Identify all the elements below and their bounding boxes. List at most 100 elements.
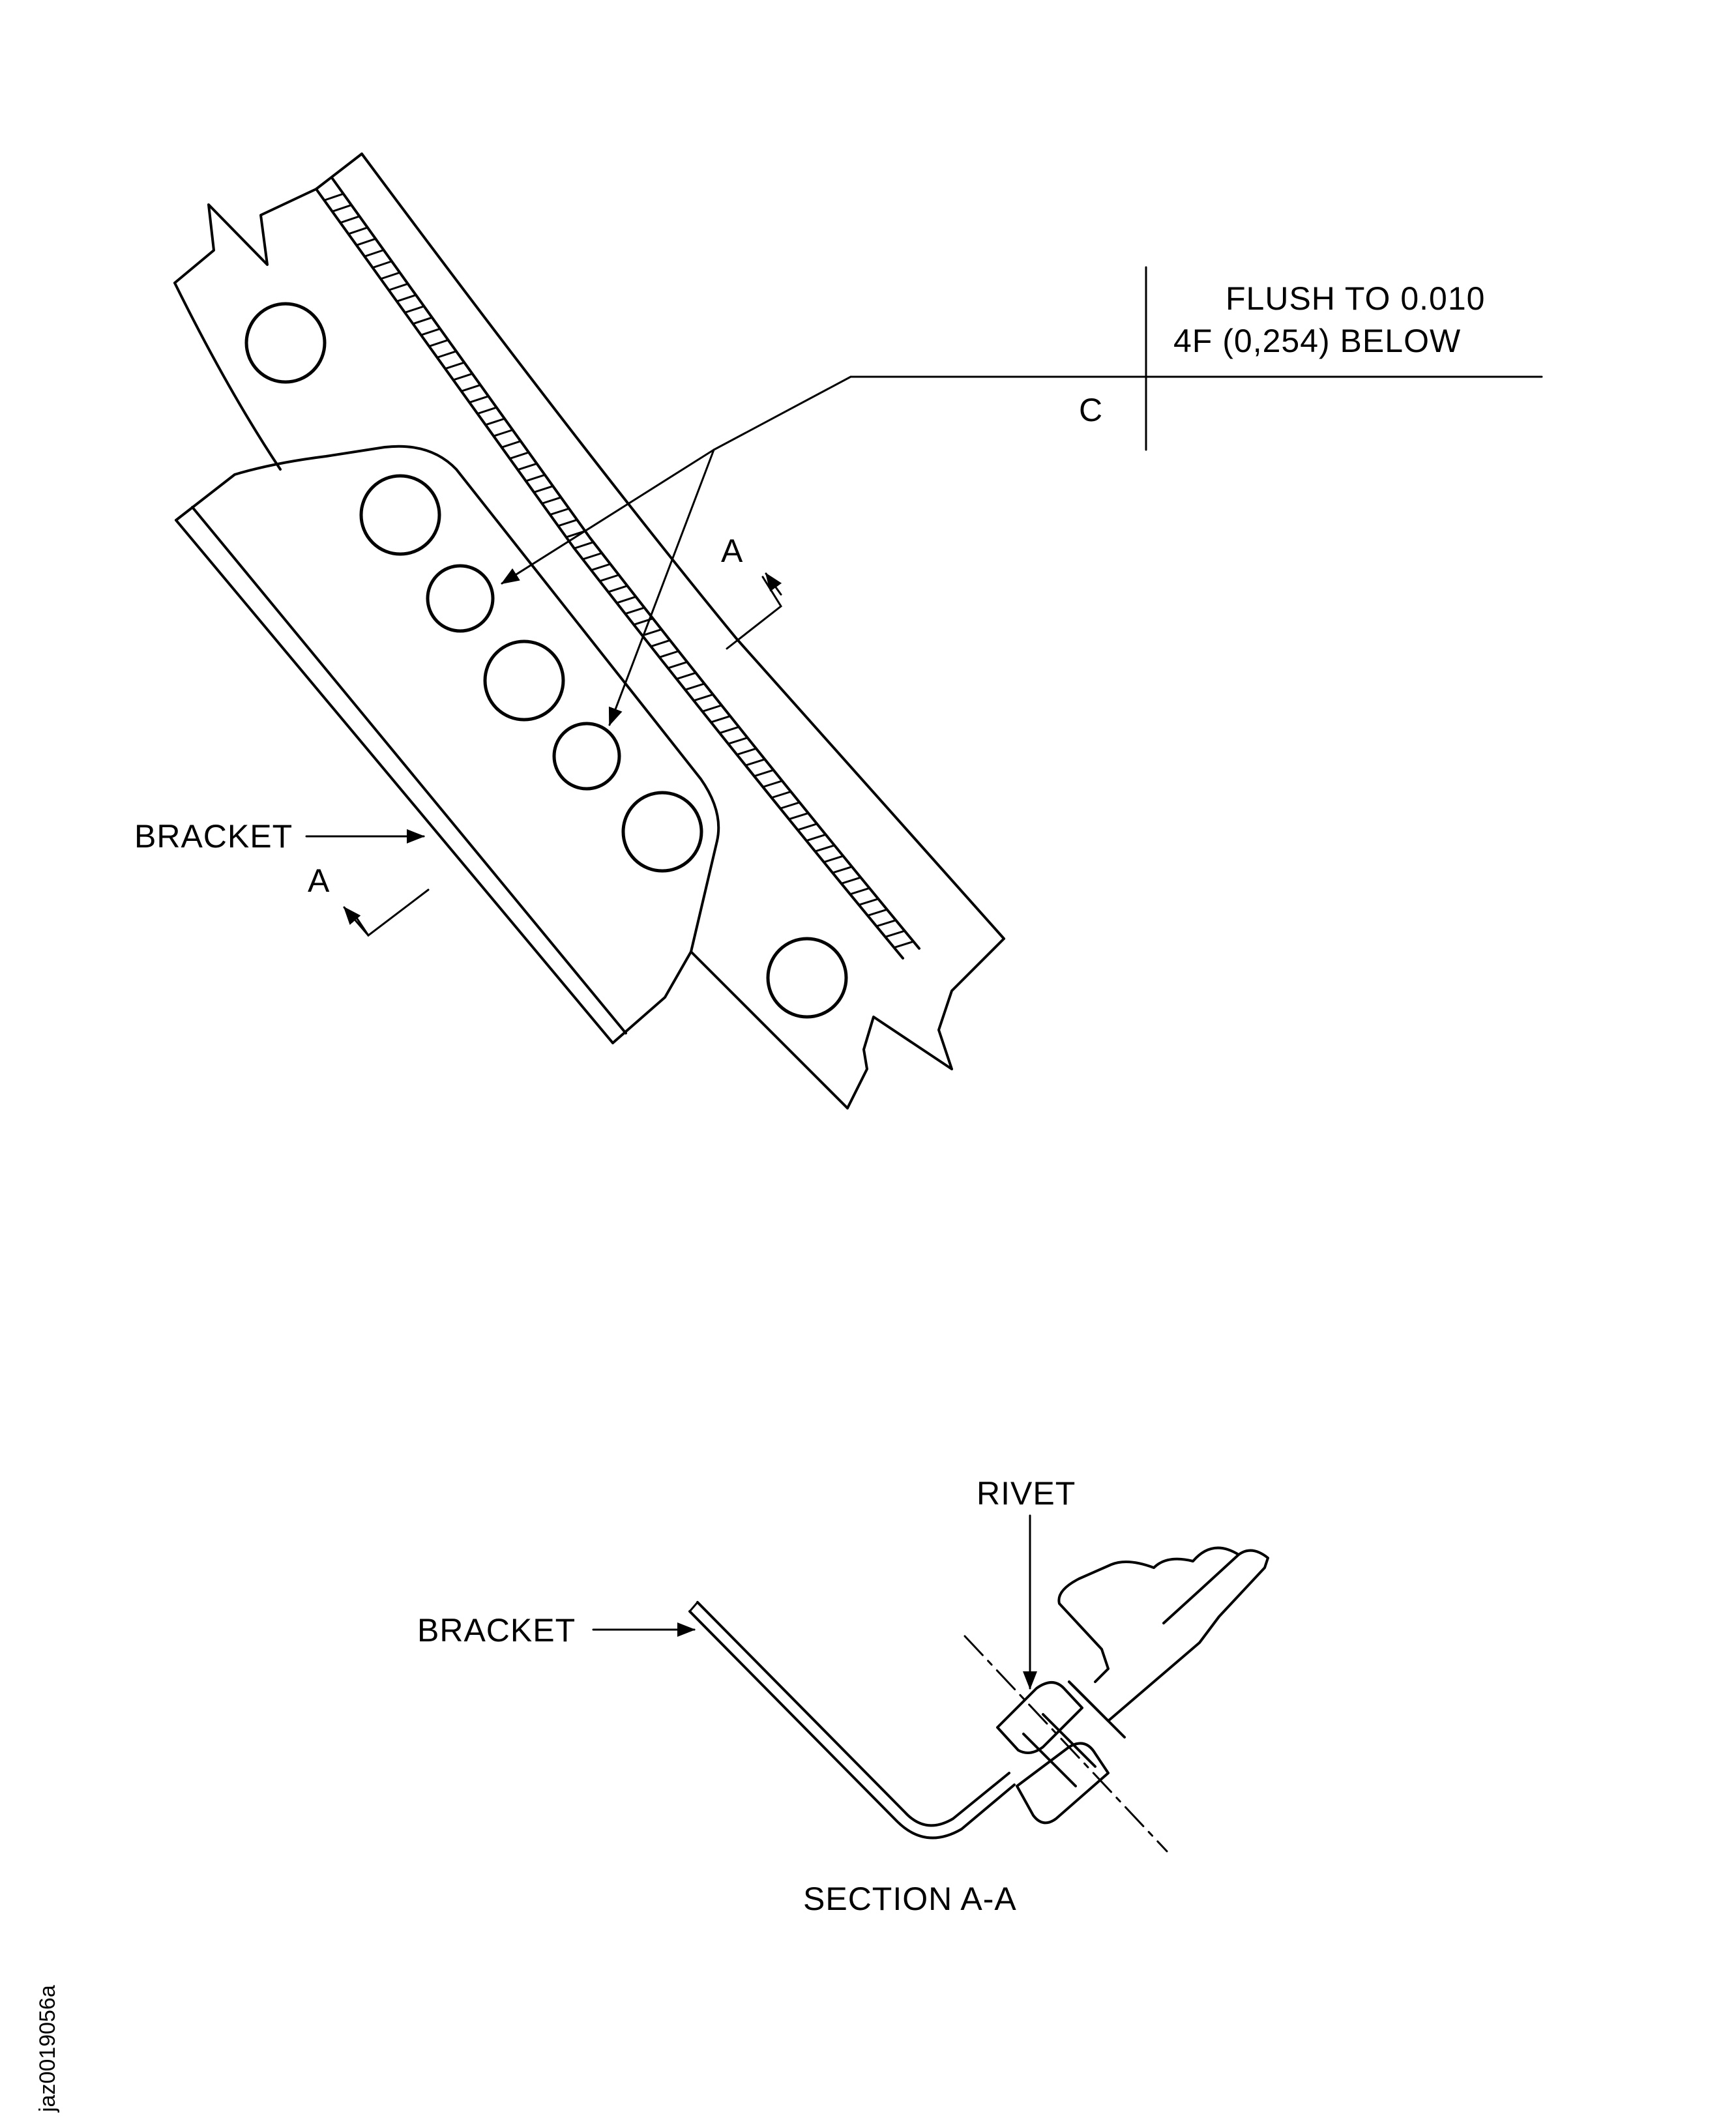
- hatch-tick: [849, 887, 871, 896]
- hatch-tick: [404, 305, 425, 314]
- flush-callout: FLUSH TO 0.010 4F (0,254) BELOW C: [501, 266, 1543, 726]
- frame-outer-edge: [360, 153, 1005, 940]
- hatch-tick: [797, 823, 818, 831]
- hatch-tick: [435, 350, 458, 359]
- hatch-tick: [744, 758, 766, 767]
- section-title: SECTION A-A: [803, 1881, 1017, 1917]
- frame-upper-break: [173, 153, 363, 284]
- hatch-tick: [508, 451, 530, 460]
- hatch-tick: [468, 395, 490, 403]
- rivet-head: [996, 1681, 1083, 1754]
- hatch-tick: [675, 671, 697, 681]
- frame-lower-break: [846, 937, 1005, 1109]
- hatch-tick: [339, 215, 360, 224]
- hatch-tick: [658, 650, 680, 658]
- hatch-tick: [347, 226, 369, 235]
- hatch-tick: [549, 507, 570, 516]
- hatch-tick: [460, 384, 482, 392]
- hatch-tick: [892, 940, 915, 949]
- hatch-tick: [615, 595, 637, 604]
- hatch-tick: [805, 833, 827, 842]
- hatch-tick: [624, 606, 645, 615]
- hatch-tick: [667, 661, 688, 669]
- hatch-tick: [484, 417, 506, 426]
- hatch-tick: [411, 316, 433, 325]
- frame-hole-lower: [766, 937, 848, 1019]
- bracket-label-section: BRACKET: [417, 1612, 576, 1649]
- hatch-tick: [858, 898, 879, 906]
- hatch-tick: [379, 271, 401, 280]
- hatch-tick: [492, 429, 514, 437]
- hatch-tick: [363, 249, 385, 257]
- section-mark-top-label: A: [721, 533, 743, 569]
- section-view: RIVET BRACKET SECTION A-A: [417, 1475, 1269, 1917]
- bracket-flange-edge-2: [191, 506, 627, 1034]
- hatch-tick: [573, 541, 595, 550]
- frame-lower-rear-edge: [690, 950, 849, 1109]
- hatch-tick: [323, 192, 345, 201]
- hatch-tick: [387, 282, 409, 291]
- hatch-tick: [823, 855, 844, 864]
- callout-grade: C: [1079, 392, 1103, 428]
- section-frame-inner: [1162, 1553, 1240, 1624]
- hatch-tick: [771, 790, 792, 799]
- hatch-tick: [641, 628, 663, 637]
- frame-rear-edge: [173, 282, 282, 471]
- callout-leader-diagonal: [713, 375, 852, 451]
- hatch-tick: [476, 406, 497, 415]
- hatch-tick: [884, 930, 906, 938]
- hatch-tick: [581, 551, 603, 561]
- hatch-tick: [533, 485, 554, 493]
- rivet-label: RIVET: [977, 1475, 1076, 1512]
- section-bracket-profile: [696, 1601, 1010, 1827]
- bracket-flange-edge-1: [175, 519, 614, 1044]
- hatch-tick: [598, 574, 620, 582]
- bracket-outline: [175, 445, 720, 1044]
- hatch-tick: [761, 780, 784, 788]
- bracket-hole-2: [426, 564, 495, 633]
- section-mark-bottom-label: A: [308, 862, 330, 899]
- section-mark-bottom: A: [308, 862, 430, 937]
- hatch-tick: [840, 876, 862, 885]
- bracket-hole-1: [359, 474, 441, 556]
- flush-line-1: FLUSH TO 0.010: [1226, 280, 1485, 317]
- section-mark-top: A: [721, 533, 782, 650]
- hatch-tick: [428, 339, 449, 347]
- bracket-hole-5: [621, 791, 703, 873]
- hatch-tick: [727, 737, 749, 745]
- bracket-hole-4: [552, 722, 621, 791]
- hatch-tick: [607, 585, 628, 593]
- hatch-tick: [420, 327, 441, 336]
- section-frame-outline: [1057, 1546, 1269, 1722]
- frame-member: [173, 153, 1005, 1109]
- hatch-tick: [735, 747, 758, 756]
- bracket-hole-3: [483, 639, 565, 722]
- callout-leader-arrow-2: [608, 448, 715, 726]
- rivet-shank: [1022, 1713, 1096, 1787]
- hatch-tick: [701, 704, 723, 712]
- section-bracket-profile-inner: [688, 1610, 1016, 1840]
- hatch-tick: [590, 563, 611, 572]
- hatch-tick: [500, 440, 522, 448]
- frame-flange-line-1: [315, 188, 904, 960]
- bracket: [175, 445, 720, 1044]
- hatch-tick: [396, 294, 417, 302]
- flange-hatching: [323, 192, 915, 949]
- hatch-tick: [710, 715, 731, 724]
- hatch-tick: [787, 812, 810, 821]
- hatch-tick: [814, 844, 836, 853]
- hatch-tick: [649, 639, 671, 648]
- figure-id: jaz0019056a: [35, 1985, 60, 2113]
- flush-line-2: 4F (0,254) BELOW: [1173, 323, 1461, 359]
- hatch-tick: [331, 204, 353, 213]
- top-view: FLUSH TO 0.010 4F (0,254) BELOW C A A BR…: [134, 153, 1543, 1109]
- hatch-tick: [444, 361, 465, 370]
- section-frame-web: [1068, 1680, 1126, 1738]
- frame-hole-upper: [244, 302, 327, 384]
- hatch-tick: [866, 908, 889, 917]
- rivet-centerline: [964, 1635, 1168, 1853]
- hatch-tick: [718, 726, 740, 735]
- rivet-tail: [1016, 1742, 1110, 1825]
- hatch-tick: [355, 237, 377, 246]
